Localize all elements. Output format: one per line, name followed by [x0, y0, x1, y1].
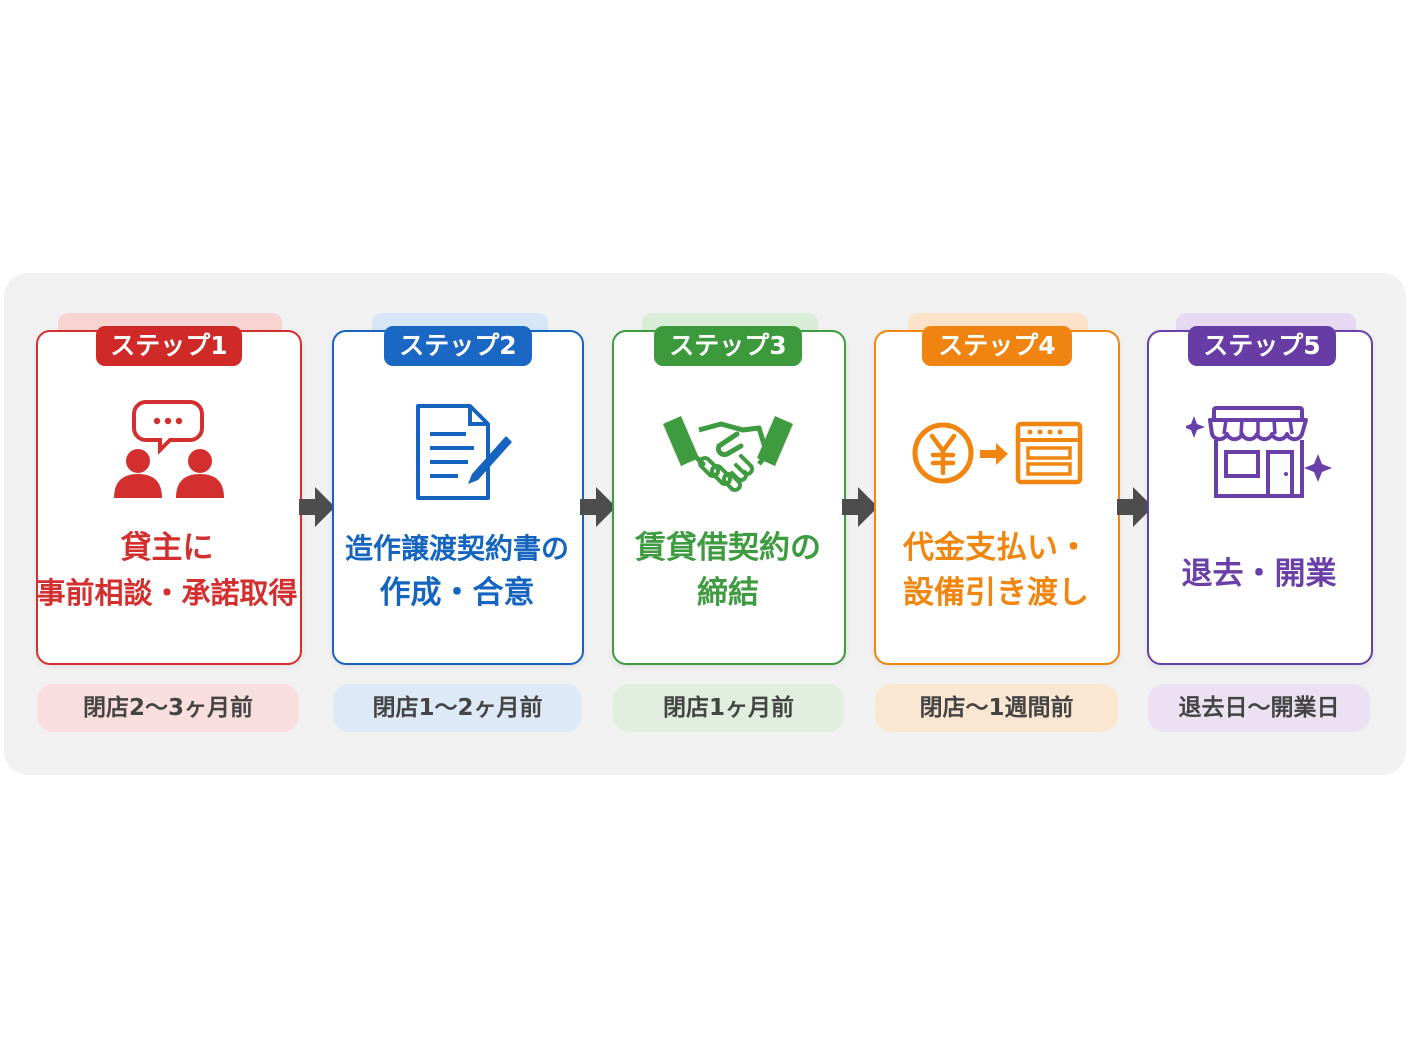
document-pen-icon	[416, 404, 512, 500]
step1-badge: ステップ1	[96, 326, 242, 366]
step4-title-line1: 代金支払い・	[903, 530, 1089, 566]
step1-title: 貸主に 事前相談・承諾取得	[36, 526, 298, 616]
step5-badge: ステップ5	[1188, 326, 1336, 366]
step2-timing: 閉店1〜2ヶ月前	[333, 684, 582, 732]
step4-card	[874, 330, 1120, 665]
step5-title-line1: 退去・開業	[1181, 556, 1337, 592]
step1-card	[36, 330, 302, 665]
step1-title-line2: 事前相談・承諾取得	[36, 576, 298, 610]
arrow-3-icon	[842, 487, 878, 527]
yen-to-equipment-icon	[912, 421, 1083, 485]
step3-title-line1: 賃貸借契約の	[635, 530, 821, 566]
step3-badge: ステップ3	[654, 326, 802, 366]
step4-badge: ステップ4	[922, 326, 1072, 366]
step4-title: 代金支払い・ 設備引き渡し	[874, 526, 1118, 616]
step2-title-line2: 作成・合意	[379, 575, 535, 611]
arrow-2-icon	[580, 487, 616, 527]
step4-title-line2: 設備引き渡し	[903, 575, 1089, 611]
step2-title-line1: 造作譲渡契約書の	[344, 532, 569, 565]
step1-title-line1: 貸主に	[120, 530, 214, 566]
step3-title-line2: 締結	[697, 575, 759, 611]
step1-timing: 閉店2〜3ヶ月前	[37, 684, 299, 732]
step4-timing: 閉店〜1週間前	[875, 684, 1118, 732]
step5-timing: 退去日〜開業日	[1148, 684, 1370, 732]
step3-title: 賃貸借契約の 締結	[612, 526, 844, 616]
step3-timing: 閉店1ヶ月前	[613, 684, 844, 732]
step2-badge: ステップ2	[384, 326, 532, 366]
arrow-1-icon	[299, 487, 335, 527]
storefront-icon	[1186, 406, 1332, 498]
consultation-people-icon	[114, 400, 224, 498]
arrow-4-icon	[1117, 487, 1153, 527]
handshake-icon	[663, 416, 793, 492]
step5-title: 退去・開業	[1147, 552, 1371, 597]
step2-title: 造作譲渡契約書の 作成・合意	[332, 526, 582, 616]
